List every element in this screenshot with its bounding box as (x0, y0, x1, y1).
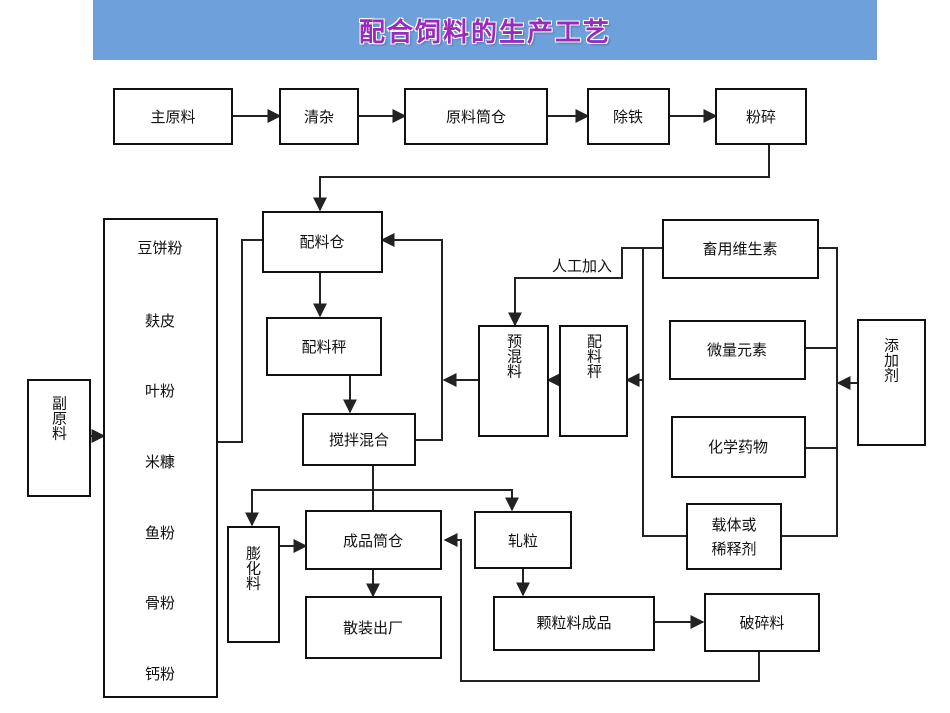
node-puffed: 膨化料 (227, 526, 280, 643)
svg-text:散装出厂: 散装出厂 (343, 619, 403, 637)
node-vitamins: 畜用维生素 (662, 219, 819, 279)
node-sub-material: 副原料 (27, 379, 91, 497)
svg-text:化学药物: 化学药物 (708, 438, 768, 456)
svg-text:主原料: 主原料 (150, 108, 195, 126)
svg-text:破碎料: 破碎料 (739, 614, 784, 632)
svg-text:配料秤: 配料秤 (585, 334, 603, 379)
arrow-manual-to-premix (508, 247, 663, 327)
node-additives: 添加剂 (857, 319, 926, 446)
svg-text:轧粒: 轧粒 (508, 532, 538, 550)
arrow-to-pelleting (373, 489, 519, 512)
line-left-bus (642, 247, 687, 537)
sub-item: 钙粉 (145, 665, 175, 683)
node-trace-elements: 微量元素 (669, 320, 806, 380)
title-banner: 配合饲料的生产工艺 (93, 0, 877, 60)
node-crumbled: 破碎料 (704, 593, 820, 652)
node-silo: 原料筒仓 (404, 88, 548, 145)
sub-item: 骨粉 (145, 594, 175, 612)
arrow-to-puffed (245, 489, 373, 527)
svg-text:人工加入: 人工加入 (552, 257, 612, 275)
page-title: 配合饲料的生产工艺 (358, 17, 611, 48)
svg-text:载体或: 载体或 (711, 516, 756, 534)
manual-add-label: 人工加入 (552, 257, 612, 275)
svg-text:畜用维生素: 畜用维生素 (702, 240, 777, 258)
svg-text:膨化料: 膨化料 (244, 546, 262, 591)
svg-text:粉碎: 粉碎 (746, 108, 776, 126)
arrow-scale-to-mixing (320, 374, 357, 414)
svg-text:清杂: 清杂 (304, 108, 334, 126)
node-finished-silo: 成品筒仓 (305, 510, 442, 570)
node-pelleting: 轧粒 (474, 511, 572, 569)
sub-item: 叶粉 (145, 382, 175, 400)
node-pellet-product: 颗粒料成品 (493, 596, 655, 651)
node-batch-bin: 配料仓 (262, 211, 383, 273)
arrow-crushing-to-batchbin (313, 143, 770, 212)
arrow-mixing-to-batchbin (380, 233, 443, 441)
sub-item: 豆饼粉 (137, 239, 182, 257)
node-cleaning: 清杂 (279, 88, 359, 145)
svg-text:除铁: 除铁 (613, 108, 643, 126)
svg-text:预混料: 预混料 (505, 334, 523, 379)
sub-item: 麸皮 (145, 312, 175, 330)
node-bulk-out: 散装出厂 (305, 596, 442, 659)
node-iron-removal: 除铁 (587, 88, 670, 145)
svg-text:微量元素: 微量元素 (707, 341, 767, 359)
svg-text:颗粒料成品: 颗粒料成品 (536, 614, 611, 632)
node-sub-list: 豆饼粉 麸皮 叶粉 米糠 鱼粉 骨粉 钙粉 (103, 218, 218, 698)
line-sublist-to-batchbin (217, 239, 263, 443)
sub-item: 米糠 (145, 453, 175, 471)
svg-text:副原料: 副原料 (50, 396, 68, 441)
node-carrier: 载体或 稀释剂 (686, 503, 782, 570)
svg-text:添加剂: 添加剂 (882, 338, 900, 384)
svg-text:配料秤: 配料秤 (301, 338, 346, 356)
arrow-crumbled-to-silo (443, 533, 760, 682)
svg-text:搅拌混合: 搅拌混合 (329, 431, 389, 449)
node-batch-scale: 配料秤 (266, 317, 382, 376)
line-right-bus (781, 247, 838, 537)
svg-text:配料仓: 配料仓 (299, 233, 344, 251)
node-premix-scale: 配料秤 (559, 325, 628, 437)
svg-text:原料筒仓: 原料筒仓 (446, 108, 506, 126)
svg-text:成品筒仓: 成品筒仓 (343, 532, 403, 550)
svg-text:稀释剂: 稀释剂 (711, 540, 756, 558)
node-drugs: 化学药物 (671, 416, 806, 478)
node-main-material: 主原料 (113, 88, 233, 145)
node-mixing: 搅拌混合 (302, 413, 416, 466)
sub-item: 鱼粉 (145, 524, 175, 542)
node-crushing: 粉碎 (715, 88, 807, 145)
node-premix: 预混料 (478, 325, 549, 437)
